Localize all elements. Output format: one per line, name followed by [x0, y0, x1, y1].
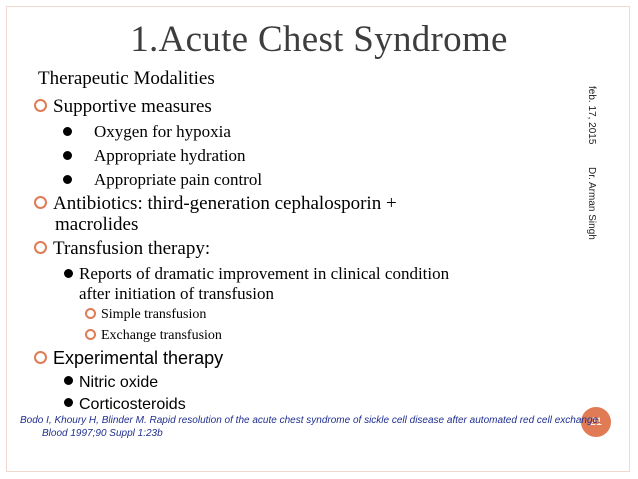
reference-line-2: Blood 1997;90 Suppl 1:23b — [42, 428, 163, 439]
therapeutic-heading: Therapeutic Modalities — [38, 68, 215, 89]
bullet-hydration: Appropriate hydration — [63, 146, 246, 166]
circle-bullet-icon — [85, 308, 96, 320]
bullet-pain-label: Appropriate pain control — [94, 170, 263, 189]
dot-bullet-icon — [63, 174, 72, 184]
bullet-cortico-label: Corticosteroids — [79, 396, 186, 413]
bullet-nitric-label: Nitric oxide — [79, 374, 159, 391]
circle-bullet-icon — [34, 241, 47, 255]
circle-bullet-icon — [85, 329, 96, 341]
bullet-reports: Reports of dramatic improvement in clini… — [64, 264, 449, 284]
bullet-experimental: Experimental therapy — [34, 348, 223, 369]
circle-bullet-icon — [34, 99, 47, 113]
slide-title: 1.Acute Chest Syndrome — [130, 19, 508, 60]
dot-bullet-icon — [64, 376, 73, 386]
bullet-transfusion: Transfusion therapy: — [34, 238, 210, 260]
bullet-experimental-label: Experimental therapy — [53, 348, 224, 368]
bullet-antibiotics-cont: macrolides — [55, 214, 139, 235]
bullet-supportive-label: Supportive measures — [53, 96, 212, 117]
bullet-nitric: Nitric oxide — [64, 374, 158, 392]
bullet-oxygen-label: Oxygen for hypoxia — [94, 122, 231, 141]
circle-bullet-icon — [34, 350, 47, 364]
circle-bullet-icon — [34, 196, 47, 210]
side-date: feb. 17, 2015 — [586, 86, 597, 145]
bullet-supportive: Supportive measures — [34, 96, 212, 118]
bullet-cortico: Corticosteroids — [64, 396, 186, 414]
dot-bullet-icon — [64, 398, 73, 408]
reference-citation: Bodo I, Khoury H, Blinder M. Rapid resol… — [20, 414, 630, 440]
reference-line-1: Bodo I, Khoury H, Blinder M. Rapid resol… — [20, 415, 601, 426]
side-author: Dr. Arman Singh — [586, 167, 597, 240]
dot-bullet-icon — [63, 126, 72, 136]
slide-frame — [6, 6, 630, 472]
side-footer: feb. 17, 2015 Dr. Arman Singh — [586, 86, 597, 240]
bullet-reports-cont: after initiation of transfusion — [79, 284, 274, 303]
bullet-pain: Appropriate pain control — [63, 170, 262, 190]
bullet-transfusion-label: Transfusion therapy: — [53, 238, 211, 259]
bullet-hydration-label: Appropriate hydration — [94, 146, 246, 165]
dot-bullet-icon — [64, 268, 73, 278]
bullet-simple: Simple transfusion — [85, 307, 206, 323]
bullet-antibiotics-label: Antibiotics: third-generation cephalospo… — [53, 193, 397, 214]
dot-bullet-icon — [63, 150, 72, 160]
bullet-simple-label: Simple transfusion — [101, 307, 207, 322]
bullet-exchange: Exchange transfusion — [85, 328, 222, 344]
bullet-exchange-label: Exchange transfusion — [101, 328, 222, 343]
page-number-badge: 21 — [581, 407, 611, 437]
bullet-oxygen: Oxygen for hypoxia — [63, 122, 231, 142]
bullet-reports-label: Reports of dramatic improvement in clini… — [79, 264, 450, 283]
bullet-antibiotics: Antibiotics: third-generation cephalospo… — [34, 193, 397, 215]
